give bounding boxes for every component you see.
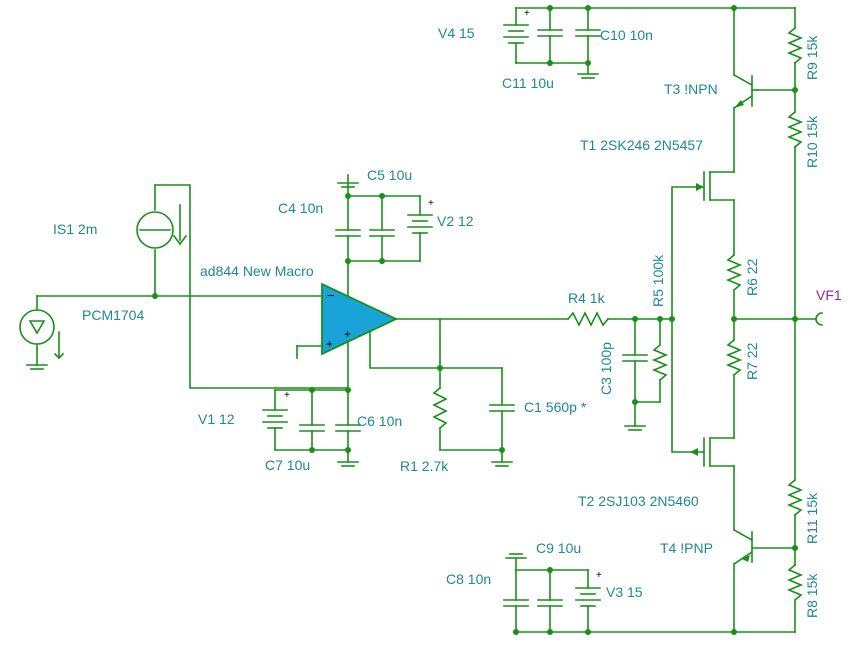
wires-left bbox=[36, 184, 349, 389]
v1-label: V1 12 bbox=[198, 411, 235, 427]
output-network bbox=[395, 311, 673, 467]
c8-label: C8 10n bbox=[446, 571, 491, 587]
c11-label: C11 10u bbox=[502, 75, 554, 91]
emitter-resistors bbox=[725, 253, 796, 439]
r9-label: R9 15k bbox=[804, 35, 820, 80]
output-terminal bbox=[794, 312, 823, 326]
transistor-t3 bbox=[732, 7, 759, 173]
opamp-ad844: − + + bbox=[321, 260, 441, 389]
top-supply-v4 bbox=[503, 7, 796, 79]
bias-resistors-top bbox=[757, 7, 804, 320]
v4-label: V4 15 bbox=[438, 25, 475, 41]
svg-text:+: + bbox=[284, 390, 290, 401]
vf1-label: VF1 bbox=[816, 287, 842, 303]
lower-supply-caps bbox=[262, 389, 361, 467]
c10-label: C10 10n bbox=[600, 27, 653, 43]
transistor-t4 bbox=[732, 528, 796, 633]
v2-label: V2 12 bbox=[437, 213, 474, 229]
t4-label: T4 !PNP bbox=[660, 540, 713, 556]
c3-label: C3 100p bbox=[598, 342, 614, 395]
c5-label: C5 10u bbox=[367, 167, 412, 183]
r4-label: R4 1k bbox=[568, 290, 606, 306]
v3-label: V3 15 bbox=[606, 584, 643, 600]
c4-label: C4 10n bbox=[278, 200, 323, 216]
c1-label: C1 560p * bbox=[524, 399, 587, 415]
c7-label: C7 10u bbox=[265, 457, 310, 473]
svg-text:+: + bbox=[326, 337, 333, 351]
t3-label: T3 !NPN bbox=[664, 81, 718, 97]
svg-text:+: + bbox=[524, 8, 530, 19]
upper-supply-caps bbox=[335, 174, 433, 262]
r1-label: R1 2.7k bbox=[400, 458, 449, 474]
pcm1704-label: PCM1704 bbox=[82, 307, 144, 323]
jfet-t1 bbox=[671, 171, 735, 320]
t2-label: T2 2SJ103 2N5460 bbox=[578, 493, 699, 509]
jfet-t2 bbox=[671, 318, 735, 531]
svg-text:+: + bbox=[344, 327, 351, 341]
bottom-supply-v3 bbox=[503, 553, 796, 633]
r11-label: R11 15k bbox=[804, 492, 820, 544]
svg-text:+: + bbox=[596, 570, 602, 581]
current-source-is1 bbox=[136, 204, 188, 249]
opamp-label: ad844 New Macro bbox=[200, 263, 314, 279]
t1-label: T1 2SK246 2N5457 bbox=[580, 137, 703, 153]
bias-resistors-bottom bbox=[786, 318, 804, 633]
r6-label: R6 22 bbox=[744, 258, 760, 296]
r5-label: R5 100k bbox=[650, 254, 666, 307]
r7-label: R7 22 bbox=[744, 342, 760, 380]
is1-label: IS1 2m bbox=[53, 221, 97, 237]
junction-dots bbox=[152, 5, 798, 635]
svg-text:+: + bbox=[428, 198, 434, 209]
c9-label: C9 10u bbox=[536, 540, 581, 556]
c6-label: C6 10n bbox=[357, 413, 402, 429]
r10-label: R10 15k bbox=[804, 115, 820, 168]
dac-source-pcm1704 bbox=[19, 309, 65, 370]
svg-text:−: − bbox=[327, 288, 335, 303]
r8-label: R8 15k bbox=[804, 573, 820, 618]
